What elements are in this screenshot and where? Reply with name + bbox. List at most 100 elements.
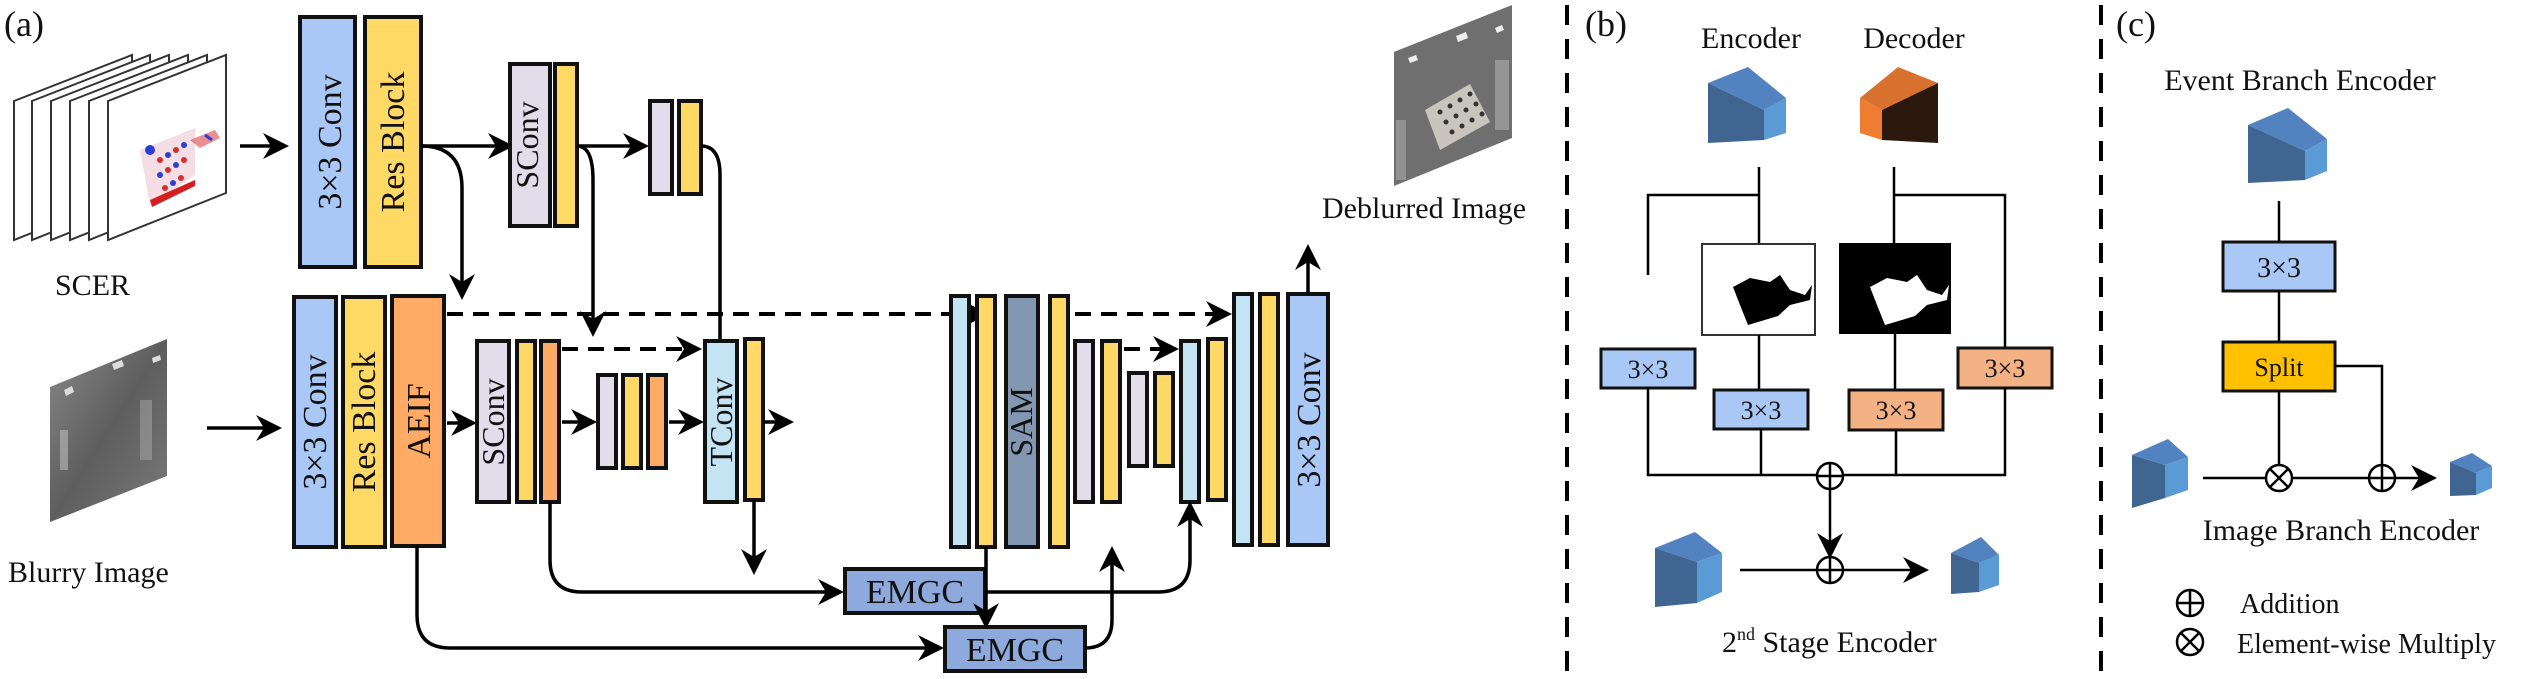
emgc-block-2: EMGC: [943, 625, 1087, 673]
svg-text:3×3: 3×3: [1985, 354, 2026, 383]
svg-text:3×3: 3×3: [1876, 396, 1917, 425]
svg-text:Split: Split: [2254, 353, 2304, 382]
encoder-cube-icon: [1708, 67, 1786, 143]
output-conv-block: 3×3 Conv: [1286, 292, 1330, 547]
legend-addition: Addition: [2240, 589, 2340, 620]
legend: Addition Element-wise Multiply: [2175, 588, 2496, 660]
event-sconv-label: SConv: [509, 101, 545, 188]
stage2-tconv-block-1: [1232, 292, 1254, 547]
arrow-emgc1-to-stage2-level2: [985, 501, 1203, 594]
stage2-res-block-1: [1048, 294, 1070, 549]
emgc-1-label: EMGC: [866, 574, 964, 611]
c-multiply-node: [2264, 463, 2294, 493]
event-branch-conv-block: 3×3 Conv: [298, 15, 357, 269]
legend-multiply: Element-wise Multiply: [2237, 629, 2496, 660]
decoder-res-block-2: [743, 337, 765, 502]
emgc-2-label: EMGC: [966, 632, 1064, 669]
event-branch-res-block: Res Block: [363, 15, 423, 269]
decoder-label: Decoder: [1863, 22, 1965, 55]
arrow-event-l3-to-image-l3: [700, 144, 733, 377]
image-branch-encoder-label: Image Branch Encoder: [2203, 514, 2480, 547]
image-conv-label: 3×3 Conv: [297, 354, 334, 489]
image-branch-res-block: Res Block: [341, 295, 387, 549]
emgc-block-1: EMGC: [843, 567, 987, 615]
b-conv-dec-outer: 3×3: [1956, 346, 2054, 390]
aeif-label: AEIF: [401, 383, 438, 459]
second-stage-encoder-label: 2nd Stage Encoder: [1722, 624, 1937, 659]
output-conv-label: 3×3 Conv: [1291, 352, 1328, 487]
split-block: Split: [2221, 340, 2337, 393]
svg-text:3×3: 3×3: [2257, 253, 2301, 284]
b-addition-node-2: [1815, 555, 1845, 585]
event-res-block-2: [553, 62, 579, 228]
image-res-block-3: [621, 373, 643, 470]
stage2-sconv-block-3: [1127, 371, 1149, 468]
image-res-label: Res Block: [346, 352, 383, 493]
decoder-tconv-block-1: [949, 294, 971, 549]
event-conv-label: 3×3 Conv: [312, 74, 349, 209]
event-res-label: Res Block: [375, 72, 412, 213]
decoder-res-block-1: [975, 294, 997, 549]
sam-label: SAM: [1003, 387, 1039, 456]
decoder-cube-icon: [1860, 67, 1938, 143]
line-decoder-right: [1894, 193, 2007, 348]
blurry-image-label: Blurry Image: [8, 556, 169, 589]
b-input-cube-icon: [1655, 532, 1722, 607]
image-branch-conv-block: 3×3 Conv: [292, 295, 338, 549]
event-res-block-3: [677, 99, 703, 196]
stage2-res-block-2: [1100, 339, 1122, 504]
line-encoder-left: [1646, 193, 1759, 275]
circle-times-icon: [2175, 627, 2205, 657]
deblurred-image-thumbnail: [1394, 5, 1512, 186]
scer-label: SCER: [55, 269, 130, 302]
scer-event-stack: [13, 53, 227, 242]
decoder-mask-image: [1839, 243, 1951, 334]
aeif-block-2: [539, 339, 561, 504]
sam-block: SAM: [1003, 294, 1040, 549]
arrow-aeif-to-emgc2: [415, 546, 944, 661]
stage2-tconv-block-2: [1179, 339, 1201, 504]
event-branch-sconv-block: SConv: [508, 62, 552, 228]
encoder-mask-image: [1701, 243, 1816, 336]
blurry-image-thumbnail: [50, 339, 167, 522]
panel-c-label: (c): [2116, 4, 2156, 44]
image-sconv-block-3: [596, 373, 618, 470]
c-output-cube-icon: [2450, 453, 2492, 496]
arrow-res-to-aeif: [420, 144, 475, 300]
b-conv-enc-inner: 3×3: [1712, 388, 1810, 431]
deblurred-image-label: Deblurred Image: [1322, 192, 1526, 225]
image-res-block-2: [515, 339, 537, 504]
b-output-cube-icon: [1951, 537, 1999, 594]
line-sum-bus: [1646, 388, 2007, 477]
image-branch-sconv-block: SConv: [475, 339, 511, 504]
c-conv-block: 3×3: [2221, 240, 2337, 293]
tconv-block: TConv: [703, 339, 739, 504]
aeif-block-3: [646, 373, 668, 470]
c-addition-node: [2367, 463, 2397, 493]
stage2-dec-res-block-1: [1258, 292, 1280, 547]
panel-a-label: (a): [4, 4, 44, 44]
arrow-aeif2-to-emgc1: [548, 502, 844, 605]
stage2-res-block-3: [1153, 371, 1175, 468]
stage2-sconv-block-2: [1073, 339, 1095, 504]
event-pattern: [140, 128, 220, 207]
svg-text:3×3: 3×3: [1741, 396, 1782, 425]
arrow-event-l2-to-image-l2: [576, 144, 606, 337]
b-conv-dec-inner: 3×3: [1847, 388, 1945, 432]
line-split-to-add: [2335, 364, 2384, 465]
tconv-label: TConv: [703, 378, 739, 467]
c-input-cube-icon: [2132, 439, 2188, 508]
b-addition-node-1: [1815, 461, 1845, 491]
event-encoder-cube-icon: [2248, 108, 2327, 183]
image-sconv-label: SConv: [475, 378, 511, 465]
panel-b-label: (b): [1585, 4, 1627, 44]
stage2-dec-res-block-2: [1206, 337, 1228, 502]
b-conv-enc-outer: 3×3: [1599, 347, 1697, 390]
circle-plus-icon: [2175, 588, 2205, 618]
encoder-label: Encoder: [1701, 22, 1801, 55]
svg-text:3×3: 3×3: [1628, 355, 1669, 384]
arrow-emgc2-to-stage2-level1: [1084, 546, 1125, 650]
aeif-block: AEIF: [390, 294, 446, 548]
event-sconv-block-3: [648, 99, 674, 196]
